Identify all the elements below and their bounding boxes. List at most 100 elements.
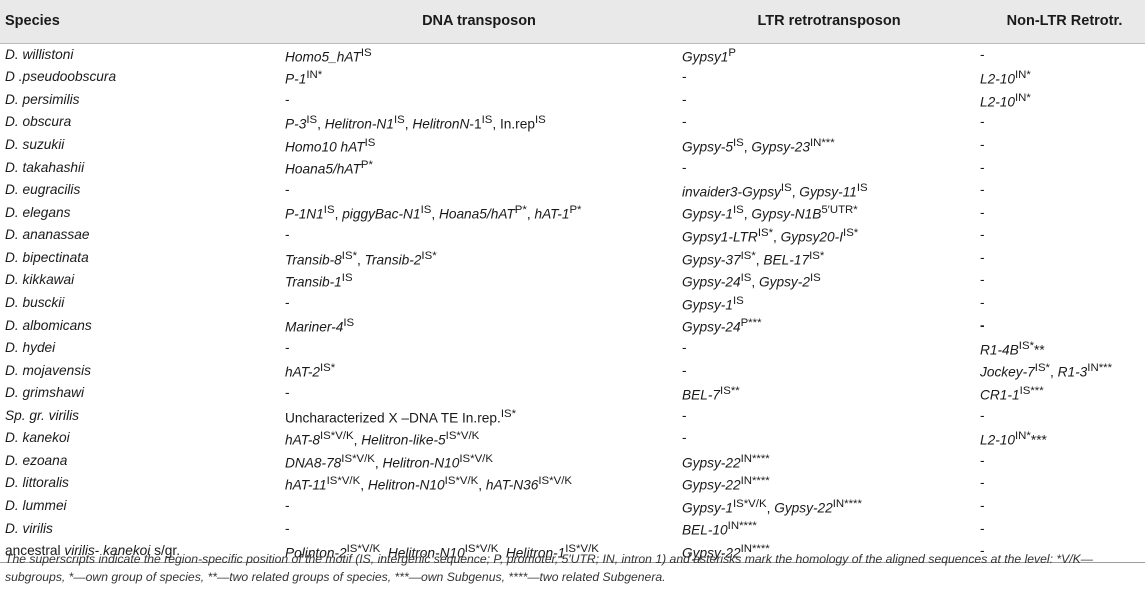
- cell-non-ltr-retrotransposon: -: [980, 272, 985, 288]
- cell-species: Sp. gr. virilis: [5, 407, 80, 423]
- cell-ltr-retrotransposon: Gypsy-22IN****: [682, 542, 770, 561]
- cell-species: ancestral virilis- kanekoi s/gr.: [5, 543, 180, 559]
- cell-dna-transposon: hAT-8IS*V/K, Helitron-like-5IS*V/K: [285, 430, 480, 448]
- table-row: D. willistoni Homo5_hATIS Gypsy1P -: [0, 43, 1145, 66]
- cell-species: D. ezoana: [5, 452, 68, 468]
- table-row: D. kikkawai Transib-1IS Gypsy-24IS, Gypsy-…: [0, 269, 1145, 292]
- cell-species: D. albomicans: [5, 317, 92, 333]
- cell-dna-transposon: -: [285, 91, 290, 107]
- table-row: D. busckii-Gypsy-1IS-: [0, 292, 1145, 315]
- cell-ltr-retrotransposon: -: [682, 91, 687, 107]
- table-row: D. kanekoi hAT-8IS*V/K, Helitron-like-5IS…: [0, 427, 1145, 450]
- cell-dna-transposon: hAT-2IS*: [285, 362, 336, 380]
- cell-dna-transposon: Homo10 hATIS: [285, 136, 376, 155]
- cell-dna-transposon: Hoana5/hATP*: [285, 159, 373, 177]
- cell-ltr-retrotransposon: invaider3-GypsyIS, Gypsy-11IS: [682, 181, 868, 200]
- table-header: Species DNA transposon LTR retrotranspos…: [0, 0, 1145, 43]
- cell-non-ltr-retrotransposon: L2-10IN*: [980, 91, 1031, 110]
- cell-species: D. mojavensis: [5, 362, 91, 378]
- cell-ltr-retrotransposon: -: [682, 69, 687, 85]
- cell-non-ltr-retrotransposon: -: [980, 407, 985, 423]
- header-species: Species: [5, 13, 60, 30]
- cell-non-ltr-retrotransposon: Jockey-7IS*, R1-3IN***: [980, 362, 1113, 380]
- table-row: D. littoralis hAT-11IS*V/K, Helitron-N10I…: [0, 472, 1145, 495]
- cell-ltr-retrotransposon: -: [682, 362, 687, 378]
- table-row: D. eugracilis - invaider3-GypsyIS, Gypsy-1…: [0, 179, 1145, 202]
- cell-dna-transposon: Mariner-4IS: [285, 317, 355, 335]
- cell-dna-transposon: Transib-1IS: [285, 272, 353, 290]
- table-row: D. ananassae-Gypsy1-LTRIS*, Gypsy20-IIS*…: [0, 224, 1145, 247]
- table-row: D. virilis-BEL-10IN****-: [0, 517, 1145, 540]
- cell-ltr-retrotransposon: Gypsy-37IS*, BEL-17IS*: [682, 249, 825, 268]
- cell-non-ltr-retrotransposon: -: [980, 249, 985, 265]
- cell-dna-transposon: Homo5_hATIS: [285, 46, 372, 65]
- cell-dna-transposon: DNA8-78IS*V/K, Helitron-N10IS*V/K: [285, 452, 493, 471]
- cell-ltr-retrotransposon: Gypsy-24IS, Gypsy-2IS: [682, 272, 821, 290]
- cell-species: D. ananassae: [5, 227, 90, 243]
- cell-species: D. grimshawi: [5, 385, 85, 401]
- cell-species: D. virilis: [5, 520, 53, 536]
- table-row: D. lummei-Gypsy-1IS*V/K, Gypsy-22IN****-: [0, 495, 1145, 518]
- cell-species: D. obscura: [5, 114, 72, 130]
- cell-non-ltr-retrotransposon: L2-10IN*: [980, 69, 1031, 87]
- table-row: D. mojavensis hAT-2IS* - Jockey-7IS*, R1-3I…: [0, 359, 1145, 382]
- cell-ltr-retrotransposon: Gypsy-22IN****: [682, 475, 770, 493]
- cell-dna-transposon: P-1IN*: [285, 69, 323, 87]
- cell-non-ltr-retrotransposon: -: [980, 498, 985, 514]
- cell-ltr-retrotransposon: -: [682, 159, 687, 175]
- header-dna-transposon: DNA transposon: [422, 13, 536, 30]
- cell-species: D. busckii: [5, 294, 65, 310]
- cell-non-ltr-retrotransposon: -: [980, 452, 985, 468]
- cell-dna-transposon: -: [285, 294, 290, 310]
- cell-species: D. lummei: [5, 498, 67, 514]
- cell-ltr-retrotransposon: Gypsy-1IS, Gypsy-N1B5′UTR*: [682, 204, 858, 222]
- cell-non-ltr-retrotransposon: -: [980, 294, 985, 310]
- cell-non-ltr-retrotransposon: L2-10IN****: [980, 430, 1047, 448]
- table-row: D. ezoana DNA8-78IS*V/K, Helitron-N10IS*V…: [0, 450, 1145, 473]
- cell-dna-transposon: Polinton-2IS*V/K, Helitron-N10IS*V/K, He…: [285, 542, 599, 561]
- cell-non-ltr-retrotransposon: -: [980, 520, 985, 536]
- cell-non-ltr-retrotransposon: -: [980, 182, 985, 198]
- cell-species: D. kikkawai: [5, 272, 75, 288]
- cell-non-ltr-retrotransposon: -: [980, 46, 985, 62]
- cell-species: D. willistoni: [5, 46, 74, 62]
- cell-ltr-retrotransposon: BEL-10IN****: [682, 520, 757, 538]
- cell-dna-transposon: -: [285, 227, 290, 243]
- cell-ltr-retrotransposon: Gypsy1P: [682, 46, 737, 65]
- header-ltr-retrotransposon: LTR retrotransposon: [757, 13, 901, 30]
- table-row: D. takahashii Hoana5/hATP* - -: [0, 156, 1145, 179]
- table-footnote: The superscripts indicate the region-spe…: [5, 552, 1093, 584]
- cell-non-ltr-retrotransposon: -: [980, 317, 985, 333]
- table-row: D. obscura P-3IS, Helitron-N1IS, Helitron…: [0, 111, 1145, 134]
- cell-dna-transposon: P-3IS, Helitron-N1IS, HelitronN-1IS, In.…: [285, 114, 546, 132]
- cell-dna-transposon: -: [285, 182, 290, 198]
- cell-ltr-retrotransposon: -: [682, 114, 687, 130]
- table-row: ancestral virilis- kanekoi s/gr. Polinton…: [0, 540, 1145, 563]
- cell-non-ltr-retrotransposon: R1-4BIS***: [980, 339, 1045, 358]
- cell-dna-transposon: -: [285, 385, 290, 401]
- header-non-ltr-retrotransposon: Non-LTR Retrotr.: [1006, 13, 1123, 30]
- header-row: Species DNA transposon LTR retrotranspos…: [0, 0, 1145, 43]
- cell-species: D. eugracilis: [5, 182, 81, 198]
- cell-non-ltr-retrotransposon: -: [980, 159, 985, 175]
- cell-ltr-retrotransposon: Gypsy-5IS, Gypsy-23IN***: [682, 136, 835, 155]
- cell-species: D. takahashii: [5, 159, 85, 175]
- cell-species: D. persimilis: [5, 91, 80, 107]
- cell-non-ltr-retrotransposon: -: [980, 204, 985, 220]
- cell-ltr-retrotransposon: -: [682, 340, 687, 356]
- cell-non-ltr-retrotransposon: -: [980, 543, 985, 559]
- cell-species: D. littoralis: [5, 475, 69, 491]
- cell-dna-transposon: hAT-11IS*V/K, Helitron-N10IS*V/K, hAT-N3…: [285, 475, 572, 493]
- cell-species: D. hydei: [5, 340, 56, 356]
- cell-species: D. elegans: [5, 204, 71, 220]
- te-motif-table: Species DNA transposon LTR retrotranspos…: [0, 0, 1145, 563]
- cell-non-ltr-retrotransposon: -: [980, 475, 985, 491]
- cell-dna-transposon: -: [285, 340, 290, 356]
- cell-ltr-retrotransposon: BEL-7IS**: [682, 384, 740, 403]
- cell-species: D. kanekoi: [5, 430, 70, 446]
